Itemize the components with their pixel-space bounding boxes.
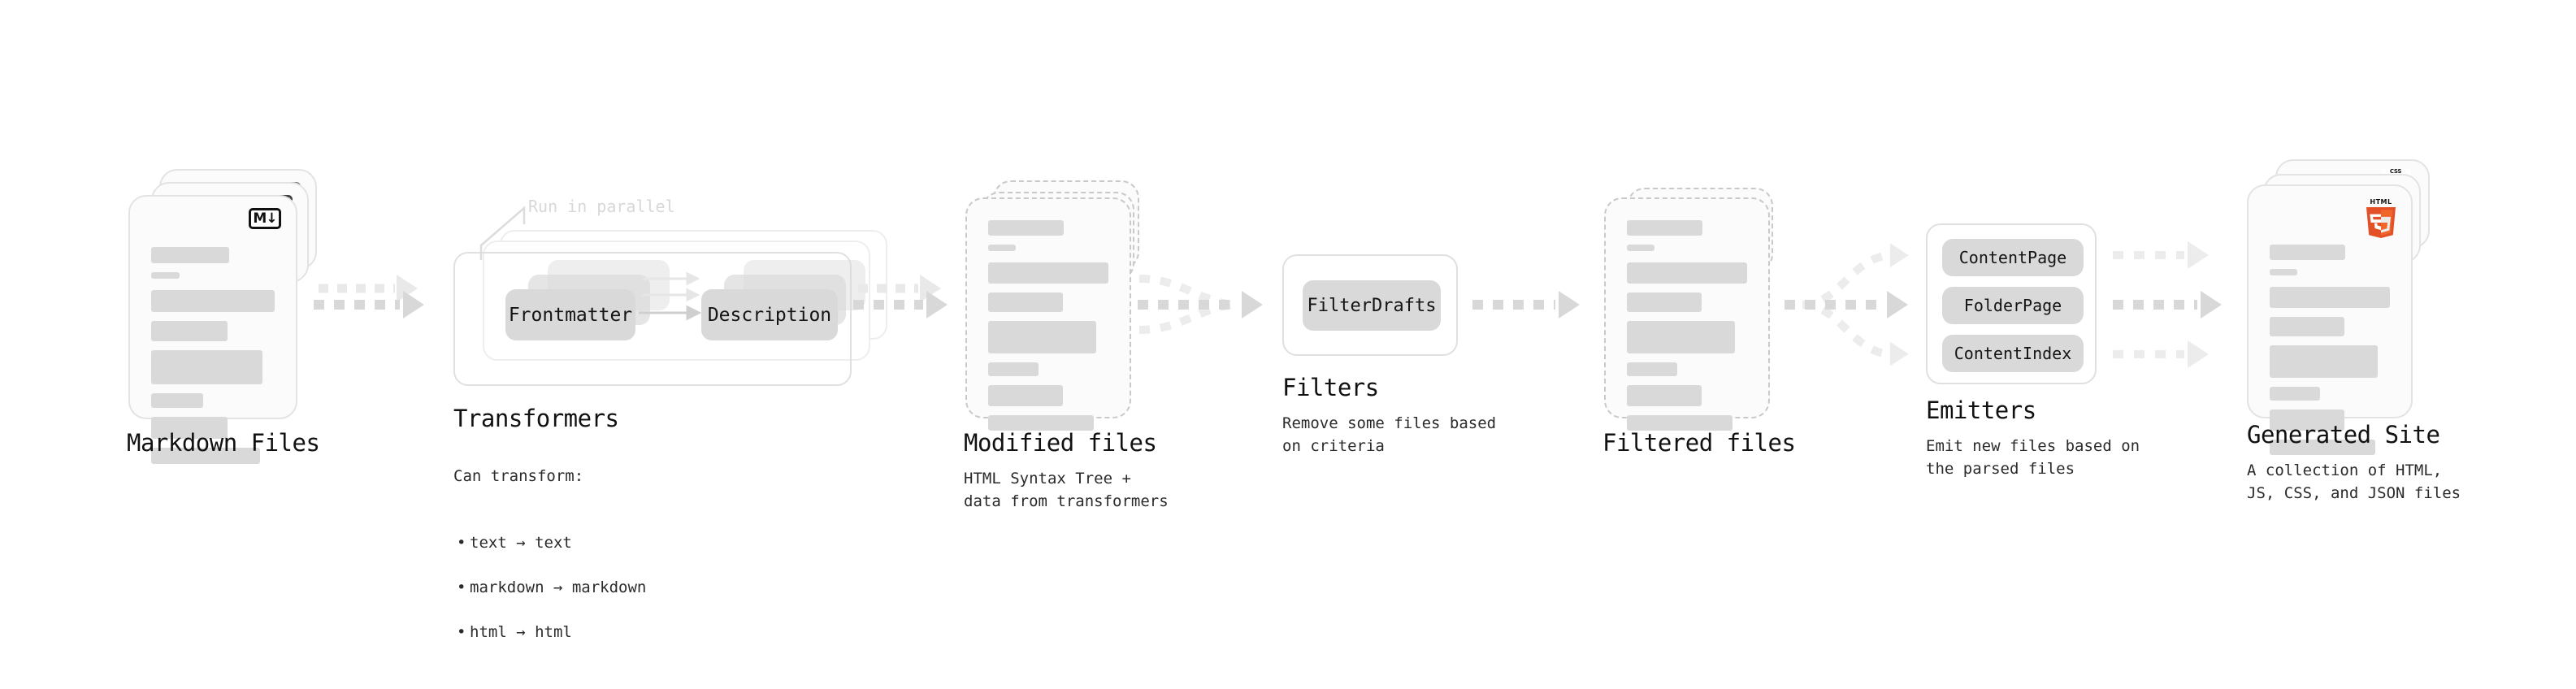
connector-emitters-to-site-main [2113,291,2222,318]
markdown-icon: M↓ [249,208,281,229]
document-skeleton [988,220,1108,440]
filters-box: FilterDrafts [1282,254,1458,356]
transformers-subtitle-intro: Can transform: [453,466,584,485]
folderpage-chip[interactable]: FolderPage [1942,287,2084,324]
description-chip-label: Description [707,304,832,326]
frontmatter-chip-stack: Frontmatter [505,260,676,382]
html5-shield-glyph [2366,207,2396,238]
connector-filtered-to-emitters-branch-heads [1889,243,1909,366]
contentpage-chip[interactable]: ContentPage [1942,239,2084,276]
markdown-files-title: Markdown Files [127,429,320,457]
connector-modified-to-filters-main [1138,291,1263,318]
contentindex-chip-label: ContentIndex [1954,344,2072,363]
filters-subtitle: Remove some files based on criteria [1282,414,1497,455]
transformers-bullet-list: text → text markdown → markdown html → h… [453,510,646,667]
markdown-icon-label: M↓ [253,210,277,227]
modified-files-subtitle: HTML Syntax Tree + data from transformer… [964,470,1169,510]
emitters-title: Emitters [1926,396,2036,424]
connector-markdown-to-transformers [319,275,418,302]
html5-icon-label: HTML [2370,198,2392,206]
generated-card-front: HTML [2247,184,2413,455]
run-in-parallel-annotation: Run in parallel [528,197,675,216]
filtered-files-title: Filtered files [1602,429,1796,457]
generated-site-title: Generated Site [2247,421,2440,448]
emitters-subtitle: Emit new files based on the parsed files [1926,437,2140,478]
document-skeleton [1627,220,1747,440]
markdown-card-front: M↓ [128,195,297,464]
filterdrafts-chip[interactable]: FilterDrafts [1303,280,1441,331]
transformers-bullet: markdown → markdown [457,577,646,600]
transformer-layer-front [453,252,852,386]
html5-icon: HTML [2364,199,2398,238]
filterdrafts-chip-label: FilterDrafts [1307,295,1437,316]
frontmatter-chip-label: Frontmatter [508,304,633,326]
transformers-title: Transformers [453,405,619,432]
css-icon-label: CSS [2389,168,2402,175]
connector-filtered-to-emitters-main [1785,291,1908,318]
connector-emitters-to-site-branches [2113,251,2184,358]
filtered-card-front [1604,197,1770,431]
filters-title: Filters [1282,374,1379,401]
emitters-box: ContentPage FolderPage ContentIndex [1926,223,2097,384]
contentpage-chip-label: ContentPage [1958,248,2067,267]
transformers-subtitle: Can transform: text → text markdown → ma… [453,443,646,689]
description-chip-stack: Description [701,260,872,382]
connector-emitters-to-site-branch-heads [2188,241,2209,368]
frontmatter-chip[interactable]: Frontmatter [505,289,635,340]
modified-files-title: Modified files [964,429,1157,457]
contentindex-chip[interactable]: ContentIndex [1942,335,2084,372]
modified-card-front [965,197,1131,431]
document-skeleton [151,247,275,473]
folderpage-chip-label: FolderPage [1963,296,2062,315]
connector-modified-to-filters [1138,275,1233,334]
transformers-bullet: text → text [457,532,646,555]
connector-filtered-to-emitters-branches [1802,251,1889,358]
connector-filters-to-filtered [1472,291,1580,318]
document-skeleton [2270,245,2390,464]
transformers-bullet: html → html [457,622,646,644]
description-chip[interactable]: Description [701,289,838,340]
generated-site-subtitle: A collection of HTML, JS, CSS, and JSON … [2247,462,2461,502]
connector-markdown-to-transformers-main [314,291,424,318]
